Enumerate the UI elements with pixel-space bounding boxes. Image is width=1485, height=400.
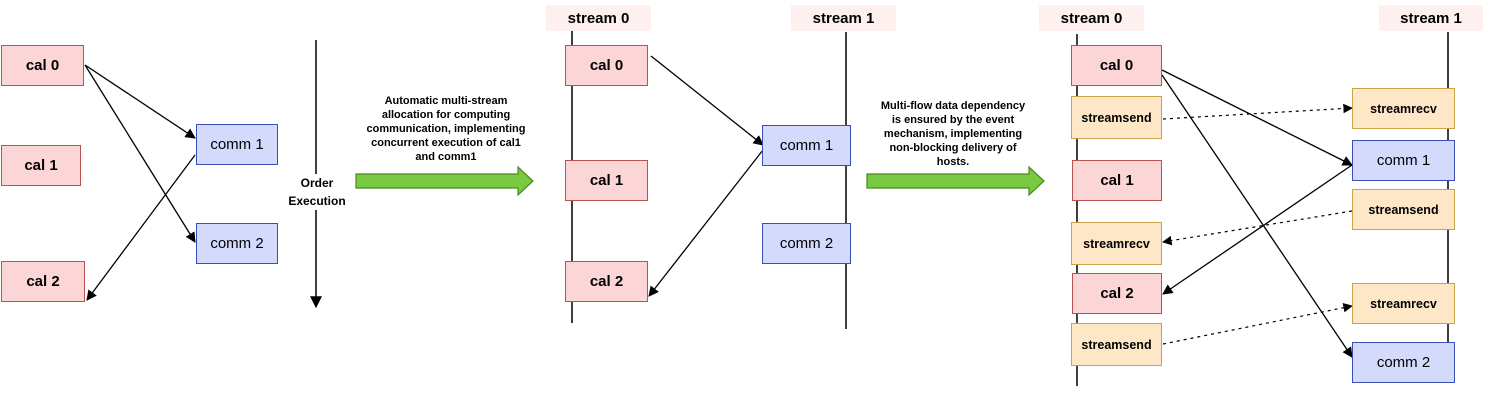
- p3-cal-1: cal 1: [1072, 160, 1162, 201]
- t2-line4: non-blocking delivery of: [889, 142, 1017, 154]
- p1-comm-2-label: comm 2: [210, 235, 264, 252]
- p2-comm-2: comm 2: [762, 223, 851, 264]
- order-label-line2: Execution: [288, 194, 346, 208]
- p2-stream1-header: stream 1: [791, 5, 896, 31]
- p2-cal-1-label: cal 1: [589, 172, 624, 189]
- p2-stream1-title: stream 1: [812, 9, 875, 27]
- edge-p2-cal0-comm1: [650, 55, 764, 146]
- t1-line4: concurrent execution of cal1: [371, 137, 521, 149]
- p1-comm-1: comm 1: [196, 124, 278, 165]
- p2-comm-1: comm 1: [762, 125, 851, 166]
- p2-stream0-header: stream 0: [546, 5, 651, 31]
- p2-comm-1-label: comm 1: [779, 137, 834, 154]
- p3-streamrecv-2: streamrecv: [1352, 88, 1455, 129]
- edge-p2-comm1-cal2: [648, 149, 764, 297]
- t2-line2: is ensured by the event: [891, 114, 1015, 126]
- p3-comm-1-label: comm 1: [1376, 152, 1431, 169]
- p3-comm-2: comm 2: [1352, 342, 1455, 383]
- p1-cal-1: cal 1: [1, 145, 81, 186]
- t2-line5: hosts.: [936, 156, 970, 168]
- edge-p3-comm1-cal2: [1162, 164, 1353, 295]
- p2-cal-0: cal 0: [565, 45, 648, 86]
- p3-streamsend-1-label: streamsend: [1081, 110, 1152, 125]
- transition-arrow-1: [355, 165, 534, 197]
- p3-cal-2: cal 2: [1072, 273, 1162, 314]
- p3-streamsend-1: streamsend: [1071, 96, 1162, 139]
- p1-cal-0: cal 0: [1, 45, 84, 86]
- p2-cal-2-label: cal 2: [589, 273, 624, 290]
- p1-cal-2: cal 2: [1, 261, 85, 302]
- p3-stream1-header: stream 1: [1379, 5, 1483, 31]
- t1-line5: and comm1: [415, 151, 477, 163]
- p3-cal-0-label: cal 0: [1099, 57, 1134, 74]
- p2-cal-2: cal 2: [565, 261, 648, 302]
- p3-streamsend-2-label: streamsend: [1081, 337, 1152, 352]
- t1-line1: Automatic multi-stream: [384, 95, 508, 107]
- t1-line3: communication, implementing: [366, 123, 526, 135]
- edge-cal0-comm1: [84, 64, 196, 139]
- p3-streamsend-3-label: streamsend: [1368, 202, 1439, 217]
- edge-comm1-cal2: [86, 154, 196, 301]
- p3-comm-2-label: comm 2: [1376, 354, 1431, 371]
- t2-line3: mechanism, implementing: [883, 128, 1023, 140]
- p3-stream1-title: stream 1: [1400, 9, 1462, 27]
- p2-stream0-title: stream 0: [567, 9, 630, 27]
- p3-stream0-header: stream 0: [1039, 5, 1144, 31]
- transition-arrow-2: [866, 165, 1045, 197]
- p2-comm-2-label: comm 2: [779, 235, 834, 252]
- p1-cal-0-label: cal 0: [25, 57, 60, 74]
- p1-cal-2-label: cal 2: [26, 273, 60, 290]
- p2-cal-0-label: cal 0: [589, 57, 624, 74]
- p3-streamrecv-1-label: streamrecv: [1083, 236, 1150, 251]
- p3-streamrecv-1: streamrecv: [1071, 222, 1162, 265]
- p1-cal-1-label: cal 1: [24, 157, 58, 174]
- transition-1-note: Automatic multi-stream allocation for co…: [351, 94, 541, 164]
- p3-streamrecv-3-label: streamrecv: [1370, 296, 1437, 311]
- p3-streamrecv-3: streamrecv: [1352, 283, 1455, 324]
- transition-2-note: Multi-flow data dependency is ensured by…: [858, 99, 1048, 169]
- edge-p3-cal0-comm2: [1161, 74, 1353, 358]
- p3-cal-0: cal 0: [1071, 45, 1162, 86]
- order-execution-label: Order Execution: [282, 174, 352, 210]
- p1-comm-1-label: comm 1: [210, 136, 264, 153]
- p3-streamsend-3: streamsend: [1352, 189, 1455, 230]
- t1-line2: allocation for computing: [381, 109, 511, 121]
- edge-p3-send-recv-3: [1162, 302, 1353, 345]
- order-label-line1: Order: [300, 176, 334, 190]
- p2-cal-1: cal 1: [565, 160, 648, 201]
- p3-comm-1: comm 1: [1352, 140, 1455, 181]
- edge-cal0-comm2: [84, 64, 196, 243]
- p3-cal-1-label: cal 1: [1100, 172, 1134, 189]
- t2-line1: Multi-flow data dependency: [880, 100, 1026, 112]
- p1-comm-2: comm 2: [196, 223, 278, 264]
- p3-cal-2-label: cal 2: [1100, 285, 1134, 302]
- p3-streamrecv-2-label: streamrecv: [1370, 101, 1437, 116]
- edge-p3-cal0-comm1: [1161, 69, 1353, 166]
- p3-stream0-title: stream 0: [1060, 9, 1123, 27]
- p3-streamsend-2: streamsend: [1071, 323, 1162, 366]
